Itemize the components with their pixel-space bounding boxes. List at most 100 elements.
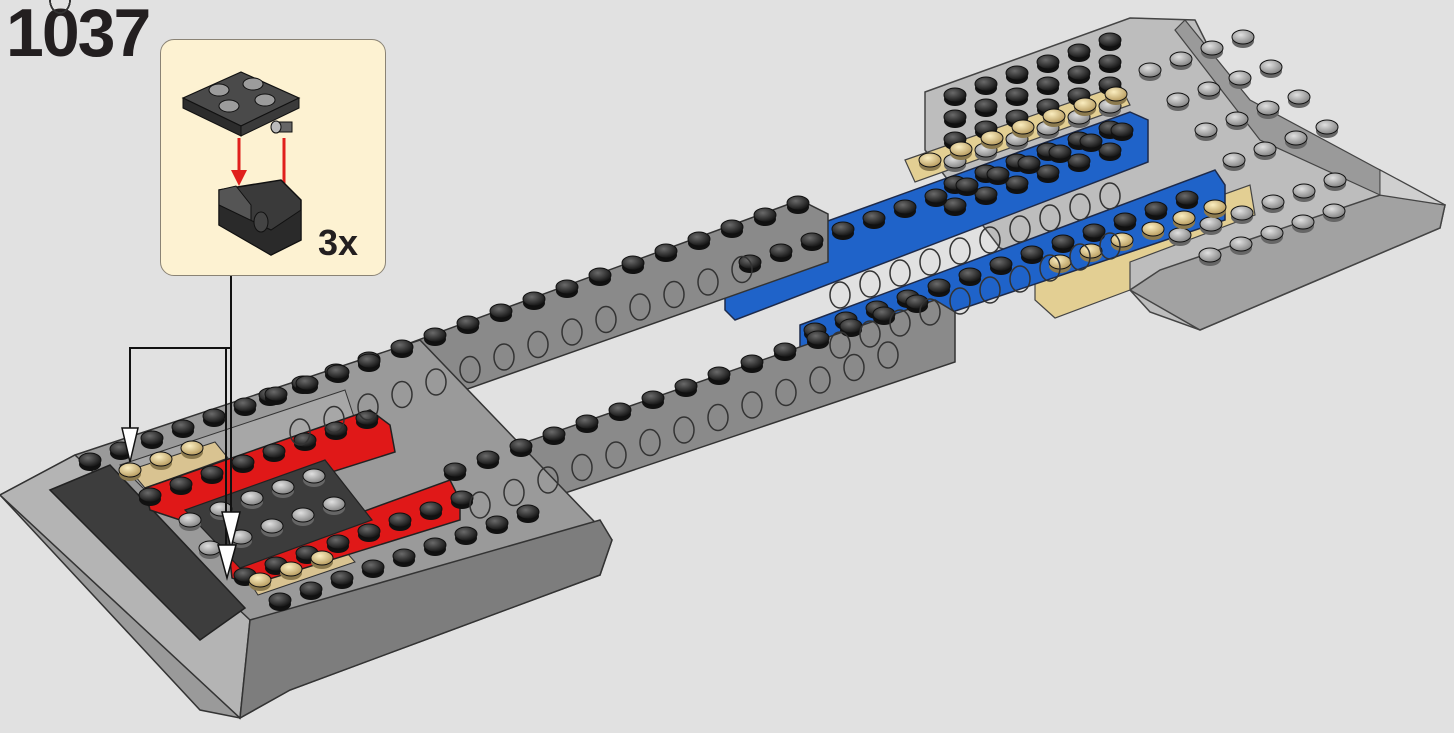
stud	[139, 488, 161, 502]
stud	[455, 527, 477, 541]
stud	[1145, 202, 1167, 216]
stud	[543, 427, 565, 441]
stud	[987, 167, 1009, 181]
stud	[323, 497, 345, 511]
stud	[170, 477, 192, 491]
stud	[263, 444, 285, 458]
stud	[1099, 143, 1121, 157]
stud	[303, 469, 325, 483]
stud	[234, 398, 256, 412]
stud	[787, 196, 809, 210]
stud	[1083, 224, 1105, 238]
stud	[150, 452, 172, 466]
stud	[141, 431, 163, 445]
stud	[1021, 246, 1043, 260]
stud	[688, 232, 710, 246]
bracket-icon	[219, 180, 301, 255]
stud	[944, 110, 966, 124]
stud	[1080, 244, 1102, 258]
stud	[300, 582, 322, 596]
technic-hole	[50, 0, 70, 13]
stud	[1226, 112, 1248, 126]
stud	[863, 211, 885, 225]
stud	[975, 187, 997, 201]
stud	[1254, 142, 1276, 156]
stud	[1257, 101, 1279, 115]
stud	[1260, 60, 1282, 74]
stud	[249, 573, 271, 587]
stud	[358, 524, 380, 538]
stud	[1006, 66, 1028, 80]
stud	[280, 562, 302, 576]
stud	[1230, 237, 1252, 251]
stud	[721, 220, 743, 234]
stud	[622, 256, 644, 270]
stud	[950, 142, 972, 156]
stud	[1080, 134, 1102, 148]
stud	[486, 516, 508, 530]
stud	[523, 292, 545, 306]
arrow-down-icon	[231, 138, 247, 186]
stud	[754, 208, 776, 222]
stud	[1037, 55, 1059, 69]
stud	[389, 513, 411, 527]
stud	[1288, 90, 1310, 104]
stud	[944, 198, 966, 212]
stud	[906, 295, 928, 309]
stud	[232, 455, 254, 469]
stud	[444, 463, 466, 477]
stud	[1139, 63, 1161, 77]
stud	[1012, 120, 1034, 134]
stud	[1043, 109, 1065, 123]
stud	[1223, 153, 1245, 167]
stud	[873, 307, 895, 321]
technic-hole	[860, 271, 880, 297]
stud	[1099, 55, 1121, 69]
stud	[1099, 33, 1121, 47]
technic-hole	[50, 0, 70, 13]
stud	[292, 508, 314, 522]
stud	[393, 549, 415, 563]
stud	[1114, 213, 1136, 227]
stud	[510, 439, 532, 453]
stud	[424, 328, 446, 342]
stud	[172, 420, 194, 434]
stud	[1018, 156, 1040, 170]
stud	[391, 340, 413, 354]
technic-hole	[890, 260, 910, 286]
technic-hole	[50, 0, 70, 13]
stud	[1261, 226, 1283, 240]
stud	[296, 376, 318, 390]
stud	[959, 268, 981, 282]
stud	[556, 280, 578, 294]
stud	[327, 535, 349, 549]
stud	[1324, 173, 1346, 187]
stud	[1323, 204, 1345, 218]
stud	[975, 77, 997, 91]
stud	[179, 513, 201, 527]
stud	[741, 355, 763, 369]
stud	[919, 153, 941, 167]
technic-hole	[50, 0, 70, 13]
technic-hole	[50, 0, 70, 13]
stud	[1316, 120, 1338, 134]
stud	[708, 367, 730, 381]
stud	[261, 519, 283, 533]
stud	[269, 593, 291, 607]
stud	[1052, 235, 1074, 249]
quantity-multiplier: 3x	[318, 222, 358, 264]
stud	[490, 304, 512, 318]
stud	[609, 403, 631, 417]
stud	[1195, 123, 1217, 137]
stud	[655, 244, 677, 258]
stud	[241, 491, 263, 505]
stud	[362, 560, 384, 574]
stud	[517, 505, 539, 519]
technic-hole	[50, 0, 70, 13]
stud	[1199, 248, 1221, 262]
stud	[1049, 145, 1071, 159]
stud	[424, 538, 446, 552]
stud	[1198, 82, 1220, 96]
technic-hole	[920, 249, 940, 275]
stud	[1068, 154, 1090, 168]
